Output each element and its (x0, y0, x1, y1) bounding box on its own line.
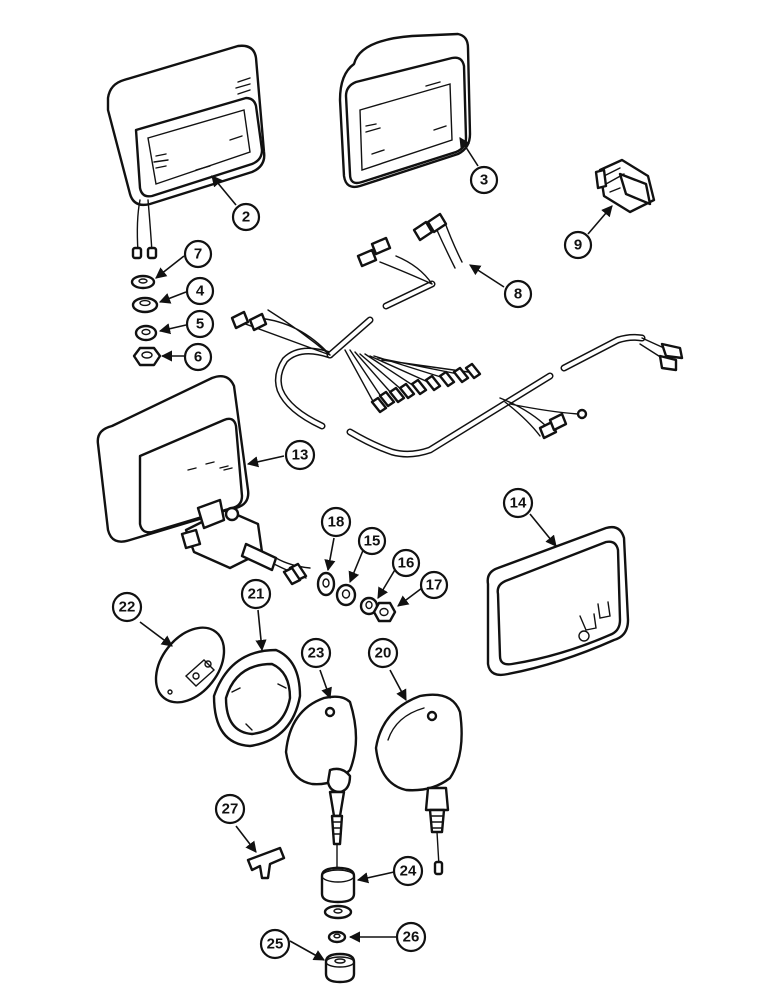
washer-4 (131, 296, 159, 314)
lamp-with-bracket-13 (96, 375, 311, 586)
svg-text:15: 15 (364, 533, 381, 550)
callout-27: 27 (214, 793, 246, 825)
cover-plate-22 (154, 626, 226, 704)
lamp-head-20 (374, 693, 463, 876)
svg-text:3: 3 (480, 172, 488, 189)
svg-text:14: 14 (510, 495, 527, 512)
svg-text:18: 18 (328, 514, 345, 531)
leader-lines (139, 137, 613, 961)
svg-text:7: 7 (194, 246, 202, 263)
svg-text:2: 2 (242, 209, 250, 226)
callout-7: 7 (183, 239, 213, 269)
sleeve-24 (320, 866, 356, 920)
callout-16: 16 (391, 548, 421, 578)
svg-text:23: 23 (308, 645, 325, 662)
wiring-harness-8 (230, 212, 684, 458)
clip-27 (246, 846, 286, 880)
svg-text:6: 6 (194, 349, 202, 366)
lamp-head-23 (284, 695, 358, 880)
nut-25 (324, 952, 356, 984)
callout-18: 18 (320, 506, 352, 538)
callout-20: 20 (367, 637, 399, 669)
callout-22: 22 (111, 591, 143, 623)
lock-washer-16 (359, 596, 379, 616)
callout-2: 2 (231, 202, 261, 232)
washer-7 (130, 274, 156, 290)
lamp-lens-14 (486, 525, 630, 677)
svg-text:16: 16 (398, 555, 415, 572)
nut-6 (132, 346, 162, 367)
lock-washer-5 (134, 324, 158, 342)
nut-17 (372, 601, 397, 623)
svg-text:17: 17 (426, 577, 443, 594)
svg-text:4: 4 (196, 283, 205, 300)
svg-text:13: 13 (292, 447, 309, 464)
lamp-ring-21 (212, 648, 302, 748)
svg-text:5: 5 (196, 316, 204, 333)
svg-text:8: 8 (514, 286, 522, 303)
callout-26: 26 (395, 921, 427, 953)
callout-24: 24 (392, 855, 424, 887)
callout-21: 21 (240, 578, 272, 610)
callout-6: 6 (183, 342, 213, 372)
callout-15: 15 (357, 526, 387, 556)
callout-13: 13 (284, 439, 316, 471)
svg-text:25: 25 (267, 936, 284, 953)
callout-5: 5 (185, 309, 215, 339)
callout-8: 8 (503, 279, 533, 309)
callout-17: 17 (419, 570, 449, 600)
callout-25: 25 (259, 928, 291, 960)
washer-18 (316, 571, 336, 597)
svg-text:9: 9 (574, 237, 582, 254)
svg-text:21: 21 (248, 586, 265, 603)
svg-text:22: 22 (119, 599, 136, 616)
switch-9 (594, 158, 656, 214)
lock-washer-26 (327, 930, 347, 944)
callout-23: 23 (300, 637, 332, 669)
svg-text:27: 27 (222, 801, 239, 818)
work-lamp-2 (106, 44, 266, 260)
washer-15 (335, 583, 357, 607)
svg-text:24: 24 (400, 863, 417, 880)
svg-text:26: 26 (403, 929, 420, 946)
callout-9: 9 (563, 230, 593, 260)
callout-3: 3 (469, 165, 499, 195)
callout-14: 14 (502, 487, 534, 519)
svg-text:20: 20 (375, 645, 392, 662)
lamp-3 (338, 32, 472, 189)
callout-4: 4 (185, 276, 215, 306)
